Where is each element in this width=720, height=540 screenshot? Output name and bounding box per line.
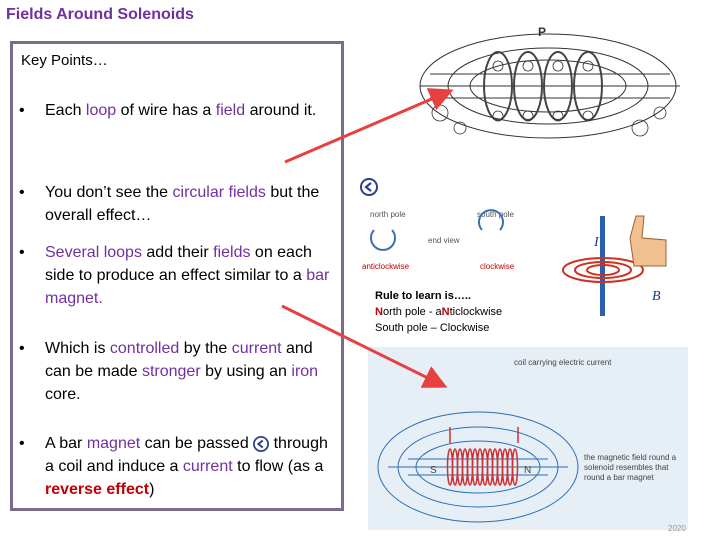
rule-line-2: North pole - aNticlockwise — [375, 304, 502, 320]
coil-n-label: N — [524, 465, 531, 476]
bullet-text-part: add their — [141, 244, 214, 261]
rule-line-3: South pole – Clockwise — [375, 322, 490, 334]
coil-loop — [511, 448, 519, 486]
bullet-text-part: ) — [149, 481, 155, 498]
bullet-text: Several loops add their fields on each s… — [45, 241, 340, 310]
bullet-text-part: iron — [291, 363, 319, 380]
key-points-heading: Key Points… — [21, 52, 108, 69]
bullet-dot: • — [19, 102, 25, 119]
bullet-text-part: by using an — [200, 363, 292, 380]
bullet-text: You don’t see the circular fields but th… — [45, 181, 340, 227]
field-label-b: B — [652, 289, 661, 304]
key-points-box: Key Points… • Each loop of wire has a fie… — [10, 41, 344, 511]
bullet-text-part: but the overall effect… — [45, 184, 320, 224]
bullet-text-part: You don’t see the — [45, 184, 173, 201]
solenoid-field-diagram: P — [419, 25, 680, 139]
bullet-dot: • — [19, 435, 25, 452]
pole-direction-diagram: north pole south pole end view anticlock… — [362, 209, 515, 271]
bullet-text-part: by the — [179, 340, 232, 357]
south-pole-label: south pole — [477, 210, 514, 219]
rule-n-letter: N — [375, 306, 383, 318]
bullet-text: Each loop of wire has a field around it. — [45, 99, 340, 122]
bullet-text-part: Which is — [45, 340, 110, 357]
bullet-text-part: field — [215, 102, 246, 119]
bullet-text: A bar magnet can be passed through a coi… — [45, 432, 340, 501]
rule-to-learn: Rule to learn is….. North pole - aNticlo… — [375, 288, 502, 336]
page-title: Fields Around Solenoids — [6, 6, 194, 23]
bullet-text-part: and can be made — [45, 340, 313, 380]
bullet-text-part: through a coil and induce a — [45, 435, 328, 475]
rule-line-1: Rule to learn is….. — [375, 290, 471, 302]
rule-line-2-part-a: orth pole - a — [382, 306, 442, 318]
current-label-i: I — [593, 235, 600, 250]
bullet-text-part: magnet — [86, 435, 141, 452]
bullet-text-part: current — [231, 340, 282, 357]
bullet-text-part: to flow (as a — [232, 458, 324, 475]
bullet-text-part: loop — [85, 102, 117, 119]
north-pole-label: north pole — [370, 210, 406, 219]
bullet-text-part: of wire has a — [116, 102, 216, 119]
back-arrow-icon[interactable] — [360, 178, 378, 196]
footer-mark: 2020 — [668, 524, 686, 533]
bullet-text-part: on each side to produce an effect simila… — [45, 244, 312, 284]
bullet-text-part: reverse effect — [45, 481, 150, 498]
anticlockwise-label: anticlockwise — [362, 262, 410, 271]
bullet-dot: • — [19, 244, 25, 261]
bullet-text-part: around it. — [245, 102, 317, 119]
right-hand-rule-diagram: I B — [562, 215, 667, 316]
arrow-to-solenoid — [284, 88, 454, 164]
bullet-text-part: can be passed — [140, 435, 254, 452]
bullet-text-part: current — [182, 458, 233, 475]
bullet-text-part: A bar — [45, 435, 87, 452]
rule-n-letter-2: N — [441, 306, 450, 318]
coil-top-label: coil carrying electric current — [514, 358, 612, 367]
bullet-text-part: Several loops — [45, 244, 142, 261]
bullet-text-part: controlled — [109, 340, 180, 357]
rule-line-2-part-b: ticlockwise — [449, 306, 503, 318]
bullet-text-part: fields — [213, 244, 251, 261]
arrow-to-coil — [281, 304, 448, 388]
bullet-text-part: bar magnet. — [45, 267, 330, 307]
clockwise-label: clockwise — [480, 262, 515, 271]
solenoid-label-p: P — [538, 25, 546, 39]
back-arrow-icon[interactable] — [253, 435, 270, 452]
bullet-text-part: Each — [45, 102, 86, 119]
bullet-dot: • — [19, 340, 25, 357]
bullet-text-part: stronger — [141, 363, 201, 380]
coil-s-label: S — [430, 465, 437, 476]
end-view-label: end view — [428, 236, 460, 245]
coil-caption: the magnetic field round a solenoid rese… — [584, 453, 677, 482]
bullet-dot: • — [19, 184, 25, 201]
bullet-text-part: core. — [45, 386, 81, 403]
bullet-text: Which is controlled by the current and c… — [45, 337, 340, 406]
bullet-text-part: circular fields — [172, 184, 266, 201]
